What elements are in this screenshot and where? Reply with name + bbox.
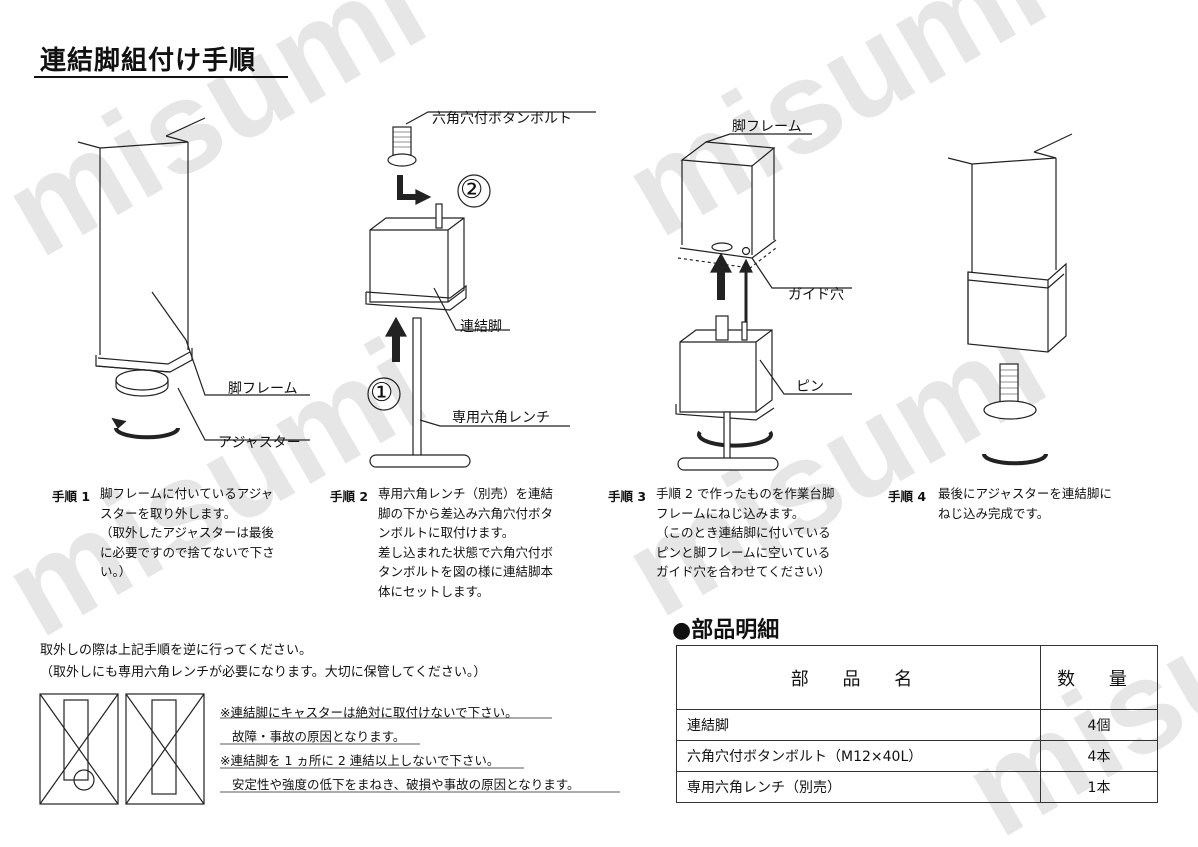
step4-figure	[947, 133, 1073, 466]
label-leg-frame-3: 脚フレーム	[732, 119, 802, 135]
label-leg-frame: 脚フレーム	[228, 381, 298, 397]
parts-table-header: 部 品 名 数 量	[676, 645, 1158, 710]
parts-table: 部 品 名 数 量 連結脚 4個 六角穴付ボタンボルト（M12×40L） 4本 …	[676, 645, 1158, 803]
header-quantity: 数 量	[1040, 645, 1158, 710]
step3-figure	[675, 133, 852, 471]
warning-multiple: ※連結脚を 1 ヵ所に 2 連結以上しないで下さい。	[220, 753, 500, 768]
table-row: 連結脚 4個	[676, 709, 1158, 741]
part-qty: 4個	[1040, 709, 1158, 741]
step-1-body: 脚フレームに付いているアジャ スターを取り外します。 （取外したアジャスターは最…	[100, 486, 275, 579]
table-row: 専用六角レンチ（別売） 1本	[676, 771, 1158, 803]
step-2-body: 専用六角レンチ（別売）を連結 脚の下から差込み六角穴付ボタ ンボルトに取付けます…	[378, 486, 554, 599]
label-adjuster: アジャスター	[218, 435, 301, 451]
step-number-1: ①	[370, 378, 394, 408]
label-wrench: 専用六角レンチ	[452, 410, 550, 426]
part-name: 六角穴付ボタンボルト（M12×40L）	[676, 740, 1041, 772]
part-name: 専用六角レンチ（別売）	[676, 771, 1041, 803]
step-number-2: ②	[460, 175, 484, 205]
step-3-body: 手順 2 で作ったものを作業台脚 フレームにねじ込みます。 （このとき連結脚に付…	[656, 486, 835, 579]
step-4-body: 最後にアジャスターを連結脚に ねじ込み完成です。	[938, 486, 1112, 521]
label-hex-bolt: 六角穴付ボタンボルト	[432, 111, 572, 127]
step-2-head: 手順 2	[330, 489, 369, 504]
step-1-head: 手順 1	[52, 489, 91, 504]
table-row: 六角穴付ボタンボルト（M12×40L） 4本	[676, 740, 1158, 772]
title-underline	[34, 76, 288, 78]
parts-list-title: ●部品明細	[672, 618, 780, 643]
label-guide-hole: ガイド穴	[788, 287, 844, 303]
removal-note-2: （取外しにも専用六角レンチが必要になります。大切に保管してください。）	[40, 665, 487, 680]
removal-note-1: 取外しの際は上記手順を逆に行ってください。	[40, 643, 312, 658]
part-qty: 4本	[1040, 740, 1158, 772]
header-part-name: 部 品 名	[676, 645, 1041, 710]
label-connector: 連結脚	[460, 319, 502, 335]
warning-figures	[39, 693, 620, 805]
step-3-head: 手順 3	[608, 489, 647, 504]
step1-figure	[77, 117, 310, 441]
warning-multiple-reason: 安定性や強度の低下をまねき、破損や事故の原因となります。	[232, 777, 580, 792]
step2-figure	[365, 111, 596, 468]
warning-caster-reason: 故障・事故の原因となります。	[232, 729, 406, 744]
label-pin: ピン	[796, 379, 824, 395]
part-name: 連結脚	[676, 709, 1041, 741]
warning-caster: ※連結脚にキャスターは絶対に取付けないで下さい。	[220, 705, 518, 720]
page-title: 連結脚組付け手順	[40, 46, 257, 76]
step-4-head: 手順 4	[888, 489, 927, 504]
part-qty: 1本	[1040, 771, 1158, 803]
